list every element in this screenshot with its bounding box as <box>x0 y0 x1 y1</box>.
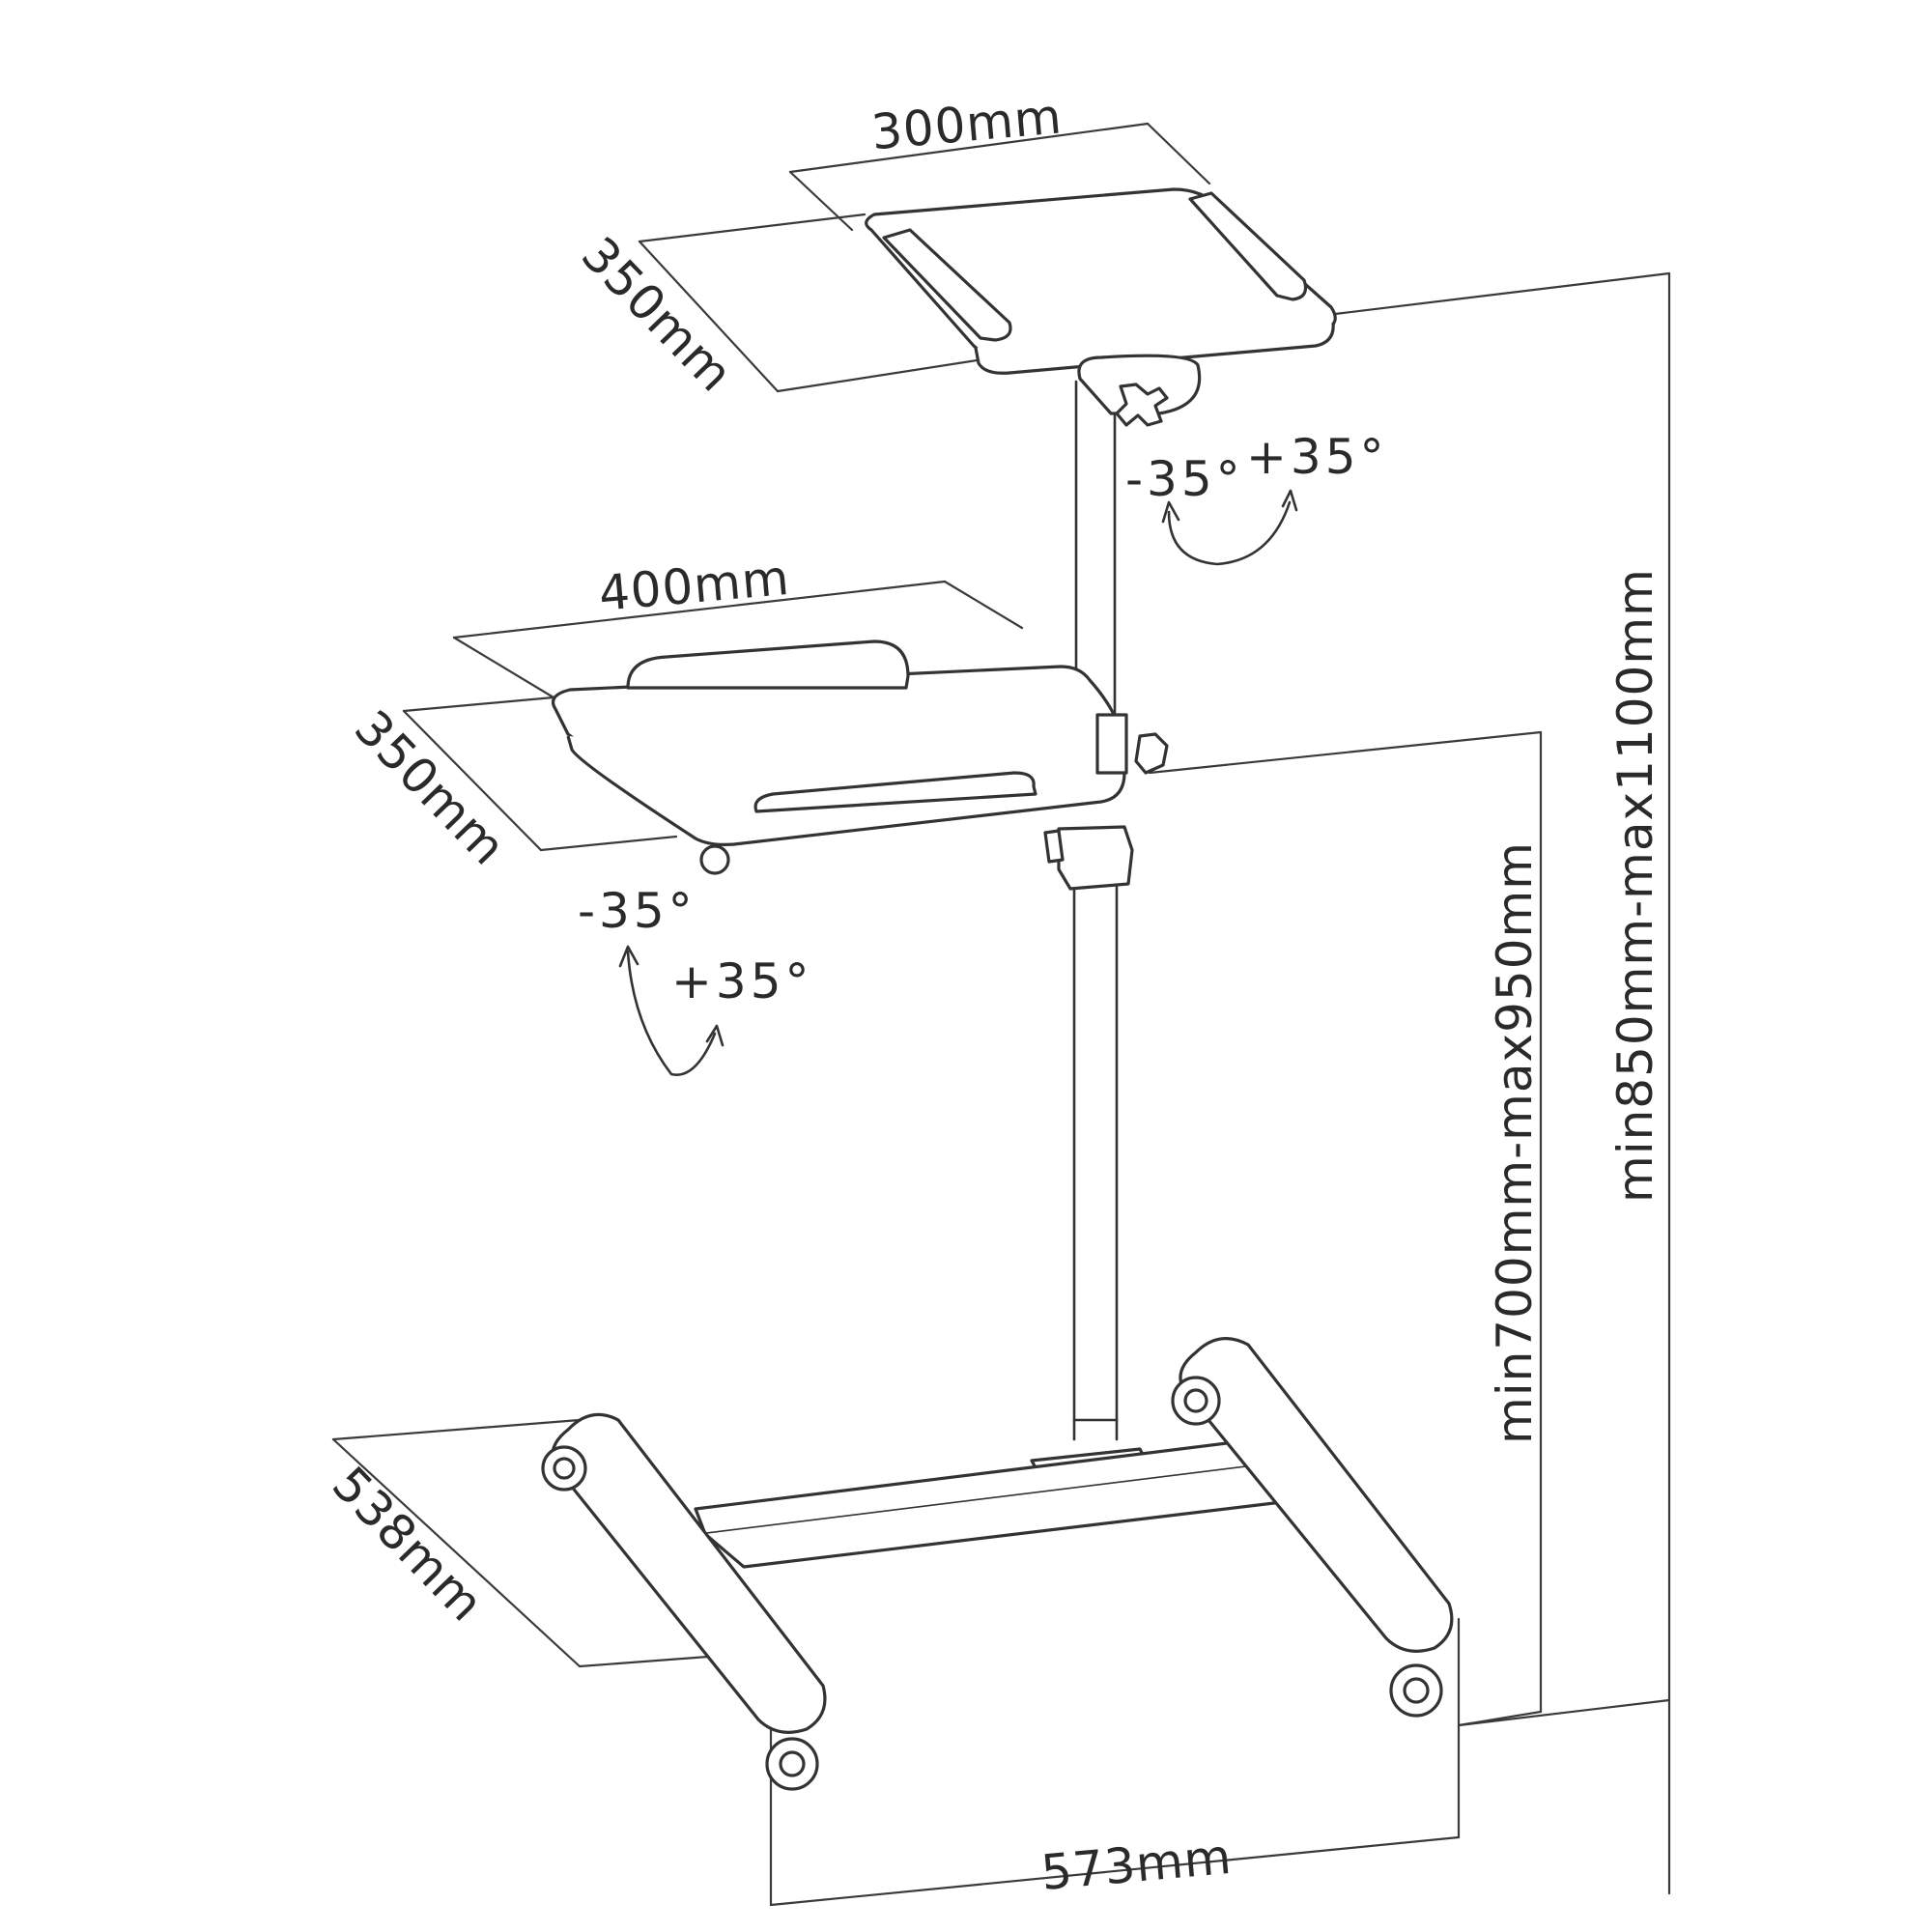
lower-tray <box>551 639 1169 891</box>
lower-tray-height-label: min700mm-max950mm <box>1487 841 1543 1444</box>
lower-tilt-plus-label: +35° <box>671 953 813 1009</box>
caster-wheel <box>1389 1663 1443 1718</box>
dimension-lines <box>331 122 1671 1907</box>
lower-tray-depth-label: 350mm <box>344 699 517 876</box>
lower-tray-width-label: 400mm <box>597 550 792 622</box>
top-tray <box>865 187 1337 427</box>
lower-tilt-arrow <box>618 945 724 1076</box>
caster-wheel <box>765 1737 819 1791</box>
rolling-base <box>541 1337 1454 1791</box>
top-tilt-minus-label: -35° <box>1125 451 1244 507</box>
base-width-label: 573mm <box>1038 1829 1234 1901</box>
top-tilt-arrow <box>1161 489 1298 566</box>
top-tilt-plus-label: +35° <box>1246 429 1388 485</box>
caster-wheel <box>541 1445 587 1492</box>
top-tray-depth-label: 350mm <box>571 226 744 403</box>
top-tray-height-label: min850mm-max1100mm <box>1607 568 1663 1203</box>
caster-wheel <box>1171 1376 1221 1426</box>
lower-tilt-minus-label: -35° <box>578 883 696 939</box>
support-pole <box>1030 380 1155 1488</box>
base-depth-label: 538mm <box>322 1456 495 1633</box>
top-tray-width-label: 300mm <box>869 88 1065 160</box>
